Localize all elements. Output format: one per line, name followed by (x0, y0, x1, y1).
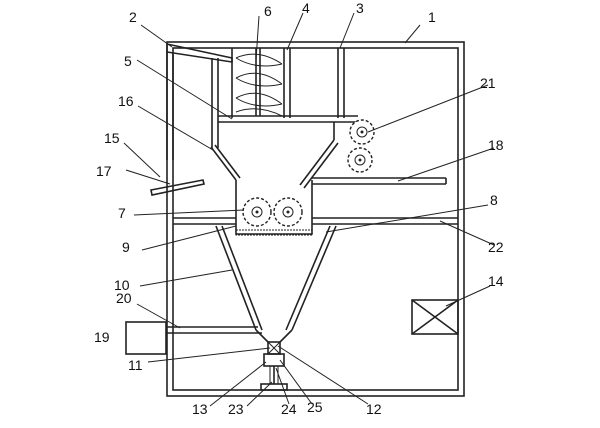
crushing-hopper (210, 122, 339, 189)
callout-11: 11 (128, 357, 143, 373)
callout-20: 20 (116, 290, 132, 306)
callout-5: 5 (124, 53, 132, 69)
callout-15: 15 (104, 130, 120, 146)
screw-conveyor (231, 48, 345, 118)
callout-4: 4 (302, 0, 310, 16)
leader-lines (123, 12, 495, 407)
callout-21: 21 (480, 75, 496, 91)
callout-9: 9 (122, 239, 130, 255)
callout-25: 25 (307, 399, 323, 415)
callout-17: 17 (96, 163, 112, 179)
side-unit (125, 321, 262, 355)
partition-plate (173, 217, 458, 225)
callout-16: 16 (118, 93, 134, 109)
callout-2: 2 (129, 9, 137, 25)
callout-1: 1 (428, 9, 436, 25)
right-shelf (312, 177, 447, 185)
callout-18: 18 (488, 137, 504, 153)
callout-10: 10 (114, 277, 130, 293)
callout-19: 19 (94, 329, 110, 345)
callout-7: 7 (118, 205, 126, 221)
callout-12: 12 (366, 401, 382, 417)
callout-8: 8 (490, 192, 498, 208)
collection-funnel (215, 225, 337, 343)
callout-23: 23 (228, 401, 244, 417)
callout-13: 13 (192, 401, 208, 417)
upper-plate (218, 115, 358, 123)
callout-6: 6 (264, 3, 272, 19)
right-control-box (411, 299, 459, 335)
callout-3: 3 (356, 0, 364, 16)
upper-gear-pair (347, 119, 375, 173)
deflector-plate (150, 179, 205, 196)
housing-frame (166, 41, 465, 397)
callout-22: 22 (488, 239, 504, 255)
callout-24: 24 (281, 401, 297, 417)
callout-14: 14 (488, 273, 504, 289)
crushing-box (235, 180, 313, 236)
callout-labels: 1 2 3 4 5 6 7 8 9 10 11 12 13 14 15 16 1… (94, 0, 504, 417)
